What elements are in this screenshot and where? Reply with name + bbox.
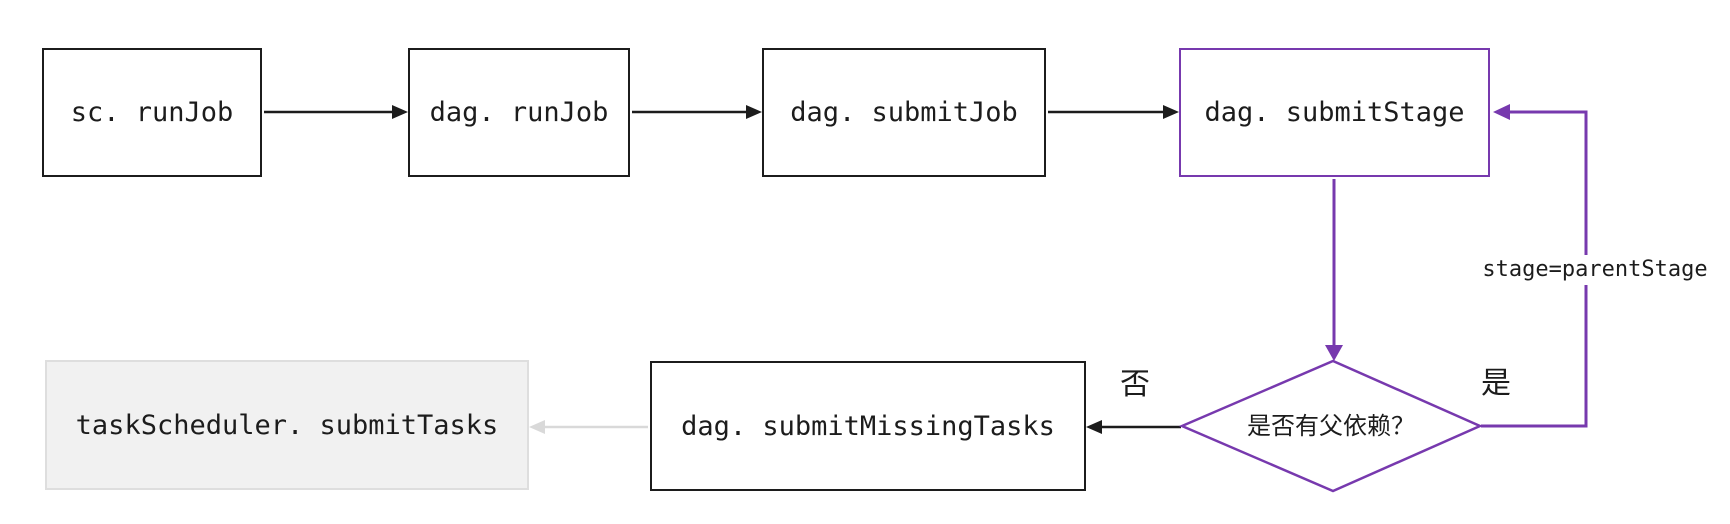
node-dag-submitjob: dag. submitJob — [762, 48, 1046, 177]
node-sc-runjob-label: sc. runJob — [70, 97, 234, 128]
node-dag-submitstage: dag. submitStage — [1179, 48, 1490, 177]
node-dag-submitmissingtasks-label: dag. submitMissingTasks — [681, 410, 1055, 442]
arrow-dag-runjob-to-dag-submitjob — [632, 105, 762, 119]
arrow-decision-no-to-submitmissingtasks — [1086, 420, 1181, 434]
node-dag-submitstage-label: dag. submitStage — [1204, 97, 1465, 128]
arrow-sc-runjob-to-dag-runjob — [264, 105, 408, 119]
node-dag-runjob: dag. runJob — [408, 48, 630, 177]
loop-edge-label: stage=parentStage — [1478, 255, 1712, 285]
node-dag-submitmissingtasks: dag. submitMissingTasks — [650, 361, 1086, 491]
arrow-dag-submitstage-to-decision — [1325, 179, 1343, 361]
node-dag-submitjob-label: dag. submitJob — [790, 97, 1018, 128]
node-taskscheduler-submittasks: taskScheduler. submitTasks — [45, 360, 529, 490]
arrow-submitmissingtasks-to-taskscheduler — [529, 420, 648, 434]
decision-diamond — [1178, 359, 1484, 493]
branch-label-no: 否 — [1120, 367, 1150, 402]
decision-question-label: 是否有父依赖？ — [1247, 412, 1415, 440]
node-sc-runjob: sc. runJob — [42, 48, 262, 177]
branch-label-yes: 是 — [1481, 366, 1511, 401]
arrow-dag-submitjob-to-dag-submitstage — [1048, 105, 1179, 119]
node-dag-runjob-label: dag. runJob — [429, 97, 609, 128]
node-taskscheduler-submittasks-label: taskScheduler. submitTasks — [75, 409, 499, 441]
